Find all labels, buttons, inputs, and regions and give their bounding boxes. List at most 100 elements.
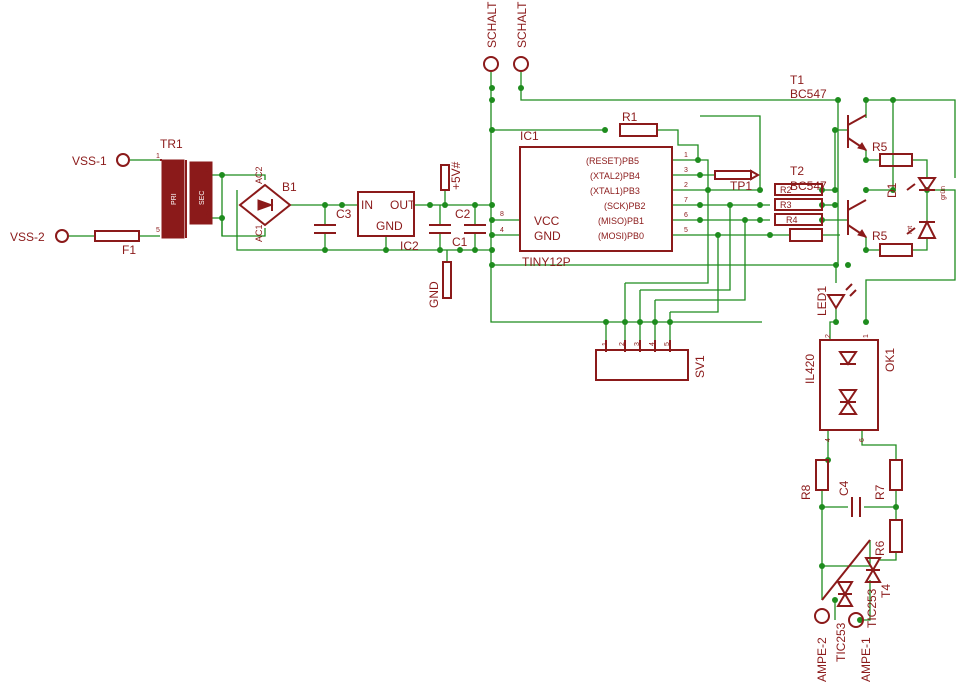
label-ac1: AC1 [254, 224, 264, 242]
label-pb4: (XTAL2)PB4 [590, 171, 640, 181]
resistor-r1: R1 [619, 110, 658, 137]
label-ac2: AC2 [254, 166, 264, 184]
label-c3: C3 [336, 207, 352, 221]
terminal-vss1: VSS-1 [72, 153, 130, 168]
resistor-r5-bottom: R5 [872, 229, 913, 257]
label-r7: R7 [873, 484, 887, 500]
label-gnd: GND [427, 281, 441, 308]
resistor-r3: R3 [774, 198, 823, 211]
label-pb2: (SCK)PB2 [604, 201, 646, 211]
resistor-r4: R4 [774, 213, 823, 226]
transistor-t1: T1 BC547 [790, 73, 868, 151]
label-r8: R8 [799, 484, 813, 500]
microcontroller-ic1: IC1 TINY12P VCC GND 8 4 (RESET)PB5 (XTAL… [500, 129, 688, 269]
pin-ok-6: 6 [859, 438, 866, 442]
pin-pb4: 3 [684, 167, 688, 174]
pin-pb2: 7 [684, 197, 688, 204]
junctions [219, 85, 930, 623]
label-pb1: (MISO)PB1 [598, 216, 644, 226]
pin-ok-4: 4 [825, 438, 832, 442]
triac-t4: TIC253 T4 [864, 557, 893, 628]
net-label-gnd: GND [427, 261, 452, 308]
bridge-b1: B1 AC2 AC1 [238, 166, 297, 242]
label-t4: T4 [879, 584, 893, 598]
label-ic1: IC1 [520, 129, 539, 143]
resistor-r4b [789, 228, 823, 242]
terminal-ampe1: AMPE-1 [848, 612, 873, 682]
pin-ic-8: 8 [500, 211, 504, 218]
label-ic2: IC2 [400, 239, 419, 253]
label-tr1: TR1 [160, 137, 183, 151]
label-vss2: VSS-2 [10, 230, 45, 244]
label-sv1: SV1 [693, 355, 707, 378]
terminal-schalt2: SCHALT [513, 1, 529, 72]
pin-sv-3: 3 [634, 342, 641, 346]
resistor-r5-top: R5 [872, 140, 913, 167]
capacitor-c2: C2 [429, 207, 471, 234]
label-out: OUT [390, 198, 416, 212]
pin-ok-2: 2 [825, 334, 832, 338]
pin-pri-1: 1 [156, 153, 160, 160]
fuse-f1: F1 [94, 230, 140, 257]
pin-pb1: 6 [684, 212, 688, 219]
label-bc547a: BC547 [790, 87, 827, 101]
led-led1: LED1 [815, 283, 857, 316]
pin-pb3: 2 [684, 182, 688, 189]
label-b1: B1 [282, 180, 297, 194]
transformer-tr1: TR1 1 5 6 7 PRI SEC [156, 137, 213, 239]
label-sec: SEC [199, 191, 206, 205]
wires [68, 72, 956, 621]
label-bc547b: BC547 [790, 179, 827, 193]
label-tic253b: TIC253 [865, 588, 879, 628]
label-pb3: (XTAL1)PB3 [590, 186, 640, 196]
label-gnd-reg: GND [376, 219, 403, 233]
label-r1: R1 [622, 110, 638, 124]
pin-sec-6: 6 [205, 167, 209, 174]
pin-sv-4: 4 [649, 342, 656, 346]
label-c4: C4 [837, 480, 851, 496]
label-f1: F1 [122, 243, 136, 257]
terminal-schalt1: SCHALT [483, 1, 499, 72]
label-vcc: VCC [534, 214, 560, 228]
capacitor-c4: C4 [837, 480, 861, 517]
label-vss1: VSS-1 [72, 154, 107, 168]
pin-ok-1: 1 [863, 334, 870, 338]
pin-sv-5: 5 [664, 342, 671, 346]
label-r2: R2 [780, 185, 792, 195]
label-ampe2: AMPE-2 [815, 637, 829, 682]
label-led1: LED1 [815, 286, 829, 316]
pin-sv-1: 1 [602, 342, 609, 346]
resistor-r6: R6 [873, 519, 903, 556]
label-gnd-ic: GND [534, 229, 561, 243]
label-rot: rot [907, 226, 914, 234]
label-ampe1: AMPE-1 [859, 637, 873, 682]
label-d1: D1 [885, 182, 899, 198]
label-c2: C2 [455, 207, 471, 221]
label-pri: PRI [171, 193, 178, 205]
label-r4: R4 [786, 215, 798, 225]
resistor-r2: R2 [774, 183, 823, 196]
label-gruen: grün [940, 186, 947, 200]
resistor-r7: R7 [873, 459, 903, 500]
label-t1: T1 [790, 73, 804, 87]
optocoupler-ok1: IL420 OK1 2 1 4 6 [803, 334, 897, 442]
header-sv1: 1 2 3 4 5 SV1 [595, 340, 707, 381]
label-in: IN [361, 198, 373, 212]
pin-ic-4: 4 [500, 227, 504, 234]
label-schalt2: SCHALT [515, 1, 529, 48]
label-schalt1: SCHALT [485, 1, 499, 48]
net-label-5v: +5V# [440, 161, 463, 191]
label-r3: R3 [780, 200, 792, 210]
capacitor-c1: C1 [452, 224, 486, 249]
resistor-r8: R8 [799, 459, 829, 500]
transistor-t2: T2 BC547 [790, 164, 868, 238]
label-pb5: (RESET)PB5 [586, 156, 639, 166]
regulator-ic2: IN OUT GND IC2 [357, 191, 419, 253]
label-tp1: TP1 [730, 179, 752, 193]
label-r5a: R5 [872, 140, 888, 154]
pin-sec-7: 7 [205, 210, 209, 217]
testpoint-tp1: TP1 [714, 169, 761, 193]
label-ok1: OK1 [883, 348, 897, 372]
terminal-ampe2: AMPE-2 [814, 608, 830, 682]
